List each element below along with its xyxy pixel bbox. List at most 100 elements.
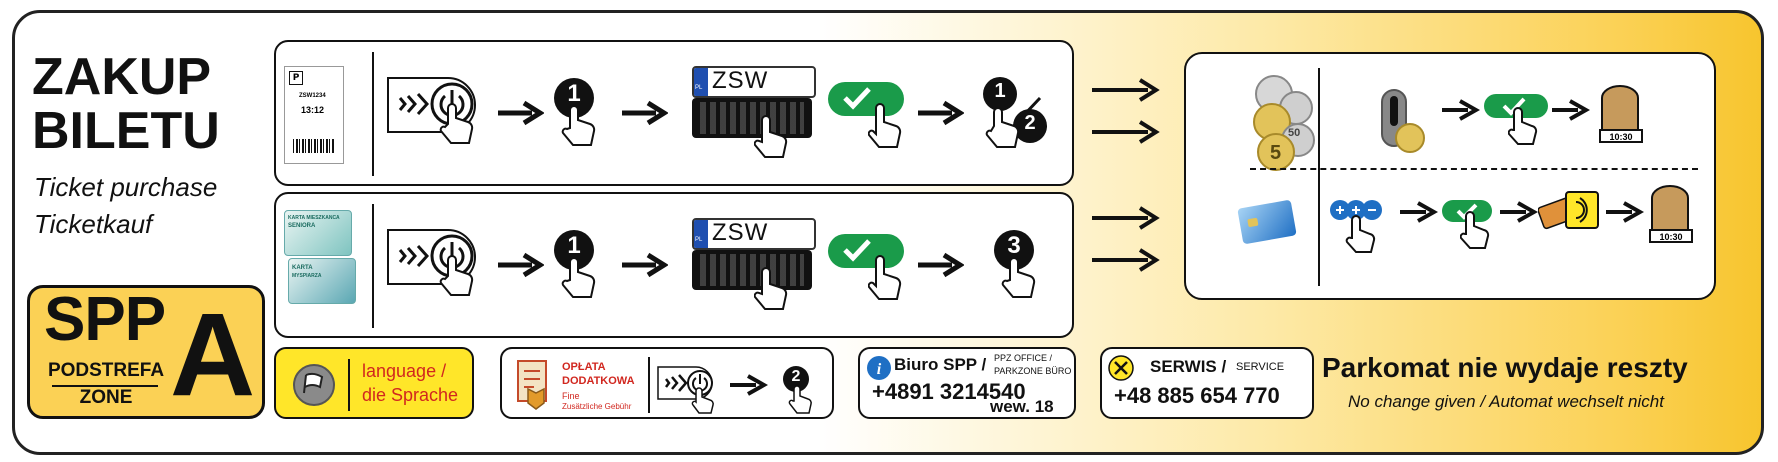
language-line2: die Sprache xyxy=(362,385,459,405)
language-flag-icon xyxy=(293,364,335,406)
arrow-right-icon xyxy=(622,252,668,278)
receipt-ticket-icon xyxy=(1649,185,1693,243)
checkmark-icon xyxy=(843,87,871,110)
start-power-button-icon xyxy=(387,229,476,296)
plate-country: PL xyxy=(695,85,703,91)
service-contact-box: SERWIS / SERVICE +48 885 654 770 xyxy=(1100,347,1314,419)
license-plate: PL ZSW 1234 xyxy=(692,218,816,274)
resident-card-line4: MYSPIARZA xyxy=(292,273,322,279)
payment-methods-box: 5 50 10:30 xyxy=(1184,52,1716,300)
start-power-button-icon xyxy=(387,77,476,144)
office-ext: wew. 18 xyxy=(990,397,1054,416)
barcode-icon xyxy=(293,139,335,153)
plate-country: PL xyxy=(695,237,703,243)
hand-tap-icon xyxy=(1508,107,1538,145)
fine-line3: Fine xyxy=(562,391,580,401)
hand-tap-icon xyxy=(1460,211,1490,249)
keyboard-icon xyxy=(692,250,812,290)
step-one-tap-icon xyxy=(554,78,596,146)
zone-badge: SPP A PODSTREFA ZONE xyxy=(27,285,265,419)
badge-letter: A xyxy=(170,289,256,421)
receipt-ticket-icon xyxy=(1599,85,1643,143)
senior-card-line2: SENIORA xyxy=(288,223,316,229)
title-block: ZAKUP BILETU xyxy=(32,50,220,158)
fine-line1: OPŁATA xyxy=(562,361,606,373)
step-two-label: 2 xyxy=(1024,112,1036,134)
step-one-or-two-icon xyxy=(983,77,1047,148)
arrow-right-icon xyxy=(1552,99,1590,121)
service-sub: SERVICE xyxy=(1236,361,1285,373)
checkmark-icon xyxy=(1456,203,1478,220)
hand-tap-icon xyxy=(754,267,788,310)
no-change-subtitle: No change given / Automat wechselt nicht xyxy=(1348,392,1664,411)
badge-zone: ZONE xyxy=(79,387,133,408)
parking-ticket-image: P ZSW1234 13:12 xyxy=(284,66,344,164)
ticket-code: ZSW1234 xyxy=(299,93,326,99)
office-contact-box: i Biuro SPP / PPZ OFFICE / PARKZONE BÜRO… xyxy=(858,347,1076,419)
arrow-right-icon xyxy=(498,100,544,126)
receipt-time: 10:30 xyxy=(1609,132,1633,142)
office-sub1: PPZ OFFICE / xyxy=(994,353,1053,363)
confirm-ok-icon xyxy=(828,234,904,268)
plus-minus-tap-icon xyxy=(1330,200,1382,253)
coin-label-50: 50 xyxy=(1288,127,1301,139)
office-phone: +4891 3214540 xyxy=(872,379,1026,404)
arrow-right-icon xyxy=(730,374,768,396)
tools-icon xyxy=(1108,355,1134,381)
coin-label-5: 5 xyxy=(1270,142,1282,164)
step-row-1: P ZSW1234 13:12 1 PL ZSW 1234 xyxy=(274,40,1074,186)
language-box[interactable]: language / die Sprache xyxy=(274,347,474,419)
title-line1: ZAKUP xyxy=(32,48,212,106)
step-three-label: 3 xyxy=(1007,232,1021,259)
step-three-tap-icon xyxy=(994,230,1036,298)
arrow-right-icon xyxy=(1442,99,1480,121)
arrow-right-icon xyxy=(1500,201,1538,223)
service-title: SERWIS / xyxy=(1150,357,1227,376)
receipt-time: 10:30 xyxy=(1659,232,1683,242)
hand-tap-icon xyxy=(868,103,902,148)
confirm-ok-icon xyxy=(828,82,904,116)
step-one-tap-icon xyxy=(554,230,596,298)
info-icon: i xyxy=(867,356,891,380)
subtitle-de: Ticketkauf xyxy=(34,209,153,239)
license-plate: PL ZSW 1234 xyxy=(692,66,816,122)
no-change-title: Parkomat nie wydaje reszty xyxy=(1322,352,1688,383)
step-two-tap-icon xyxy=(783,366,812,414)
row1-separator xyxy=(372,52,374,176)
step-one-label: 1 xyxy=(567,80,581,107)
arrow-right-icon xyxy=(498,252,544,278)
arrow-right-icon xyxy=(1092,120,1160,144)
service-phone: +48 885 654 770 xyxy=(1114,383,1280,408)
arrow-right-icon xyxy=(1606,201,1644,223)
confirm-ok-icon xyxy=(1442,200,1492,222)
fine-separator xyxy=(648,357,650,413)
fine-step-label: 2 xyxy=(791,368,801,385)
keyboard-icon xyxy=(692,98,812,138)
arrow-right-icon xyxy=(1092,206,1160,230)
language-separator xyxy=(348,359,350,411)
step-one-label: 1 xyxy=(567,232,581,259)
ticket-time: 13:12 xyxy=(301,105,325,115)
additional-fee-box: OPŁATA DODATKOWA Fine Zusätzliche Gebühr… xyxy=(500,347,834,419)
checkmark-icon xyxy=(843,239,871,262)
checkmark-icon xyxy=(1502,97,1526,116)
resident-cards-image: KARTA MIESZKANCA SENIORA KARTA MYSPIARZA xyxy=(284,206,358,316)
step-row-2: KARTA MIESZKANCA SENIORA KARTA MYSPIARZA… xyxy=(274,192,1074,338)
office-title: Biuro SPP / xyxy=(894,355,987,374)
fine-document-icon xyxy=(517,360,547,410)
badge-spp: SPP xyxy=(44,285,166,354)
badge-podstrefa: PODSTREFA xyxy=(47,360,165,381)
payment-dashed-divider xyxy=(1250,168,1698,170)
start-power-button-icon xyxy=(657,366,714,414)
senior-card-line1: KARTA MIESZKANCA xyxy=(288,215,340,221)
payment-separator xyxy=(1318,68,1320,286)
arrow-right-icon xyxy=(918,100,964,126)
hand-tap-icon xyxy=(868,255,902,300)
arrow-right-icon xyxy=(918,252,964,278)
subtitle-en: Ticket purchase xyxy=(34,172,218,202)
badge-divider xyxy=(52,385,158,387)
language-line1: language / xyxy=(362,361,447,381)
svg-text:i: i xyxy=(877,361,882,378)
arrow-right-icon xyxy=(1400,201,1438,223)
